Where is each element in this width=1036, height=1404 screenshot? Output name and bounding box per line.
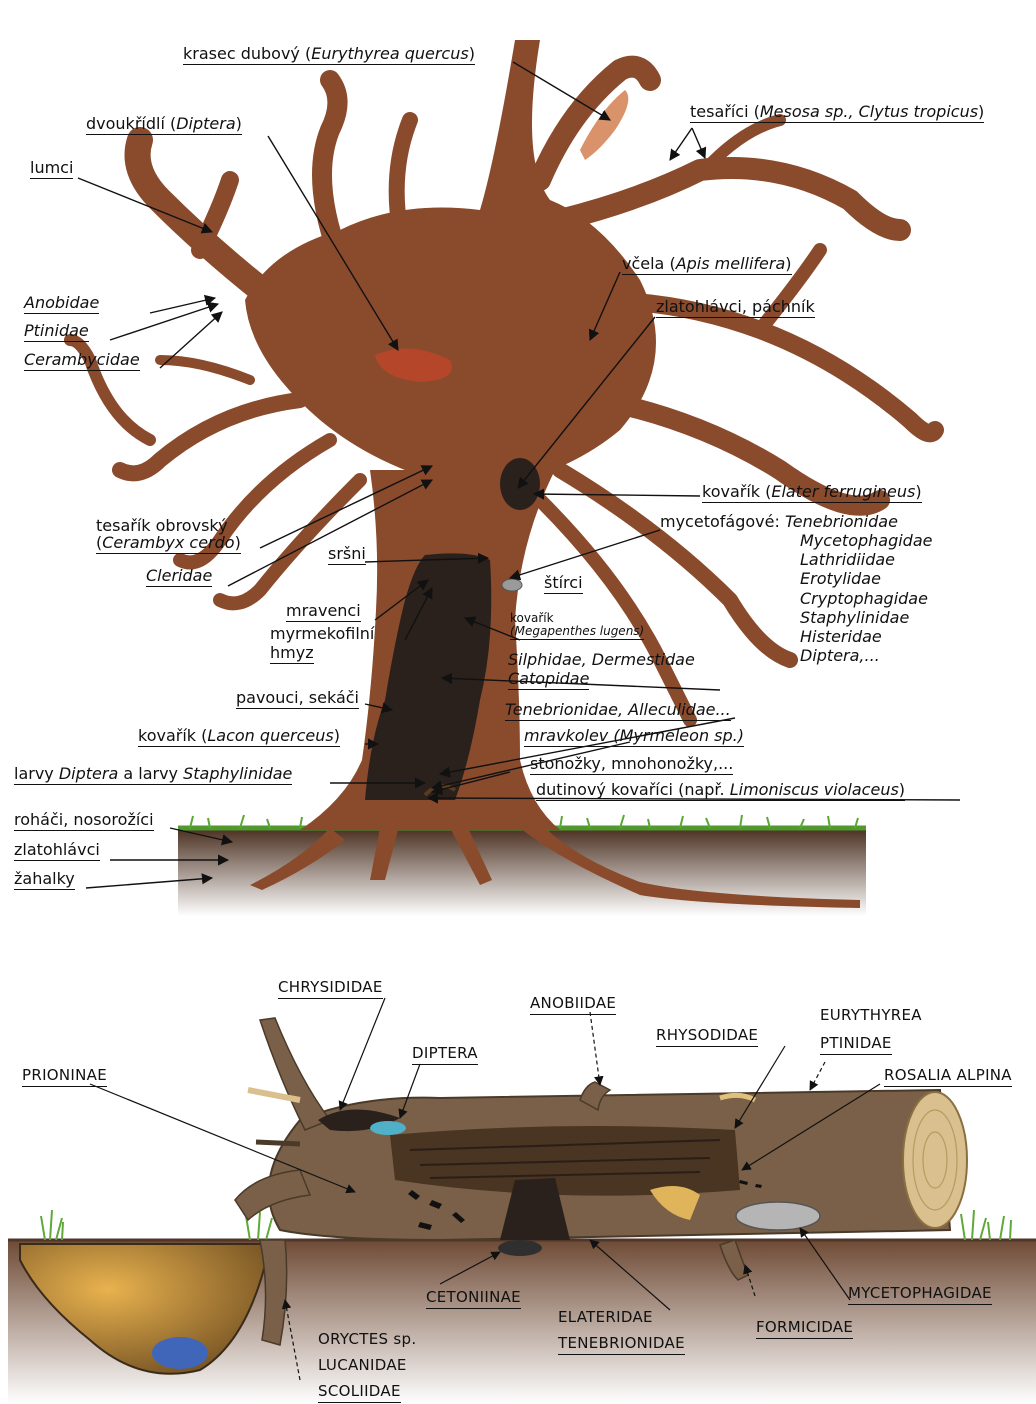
label-dutinovy: dutinový kovaříci (např. Limoniscus viol… (536, 780, 905, 801)
label-kovarik-lacon: kovařík (Lacon querceus) (138, 726, 340, 747)
label-srsni: sršni (328, 544, 366, 565)
bracket-fungus-tree (502, 579, 522, 591)
burrow-water (152, 1337, 208, 1369)
label-lumci: lumci (30, 158, 73, 179)
label-silphidae: Silphidae, Dermestidae (508, 650, 695, 669)
tree-hole (500, 458, 540, 510)
label-hmyz: hmyz (270, 643, 314, 664)
label-ptinidae-log: PTINIDAE (820, 1034, 892, 1055)
label-rosalia: ROSALIA ALPINA (884, 1066, 1012, 1087)
label-krasec: krasec dubový (Eurythyrea quercus) (183, 44, 475, 65)
label-cleridae: Cleridae (146, 566, 212, 587)
label-myceto-3: Cryptophagidae (800, 589, 928, 608)
label-tenebrionidae-log: TENEBRIONIDAE (558, 1334, 685, 1355)
label-stirci: štírci (544, 573, 583, 594)
tree-body (70, 40, 935, 830)
label-elateridae: ELATERIDAE (558, 1308, 653, 1327)
label-mycetofagove: mycetofágové: Tenebrionidae (660, 512, 898, 531)
label-mycetophagidae: MYCETOPHAGIDAE (848, 1284, 992, 1305)
label-rhysodidae: RHYSODIDAE (656, 1026, 758, 1047)
label-kovarik-elater: kovařík (Elater ferrugineus) (702, 482, 922, 503)
label-mravenci: mravenci (286, 601, 361, 622)
label-cetoniinae: CETONIINAE (426, 1288, 521, 1309)
label-diptera-log: DIPTERA (412, 1044, 478, 1065)
label-myceto-6: Diptera,... (800, 646, 880, 665)
label-tesarici: tesaříci (Mesosa sp., Clytus tropicus) (690, 102, 984, 123)
label-oryctes: ORYCTES sp. (318, 1330, 416, 1349)
label-mravkolev: mravkolev (Myrmeleon sp.) (524, 726, 744, 747)
label-anobiidae: ANOBIIDAE (530, 994, 616, 1015)
label-larvy: larvy Diptera a larvy Staphylinidae (14, 764, 292, 785)
label-rohaci: roháči, nosorožíci (14, 810, 154, 831)
label-dvoukridli: dvoukřídlí (Diptera) (86, 114, 242, 135)
label-eurythyrea: EURYTHYREA (820, 1006, 922, 1025)
label-myrmekofilni: myrmekofilní (270, 624, 374, 643)
label-chrysididae: CHRYSIDIDAE (278, 978, 383, 999)
mycetophagidae-fungus (736, 1202, 820, 1230)
label-myceto-1: Lathridiidae (800, 550, 895, 569)
label-cerambycidae: Cerambycidae (24, 350, 140, 371)
label-ptinidae: Ptinidae (24, 321, 89, 342)
label-zahalky: žahalky (14, 869, 75, 890)
label-myceto-4: Staphylinidae (800, 608, 909, 627)
label-myceto-5: Histeridae (800, 627, 882, 646)
label-tenebrionidae-alleculidae: Tenebrionidae, Alleculidae... (505, 700, 731, 721)
label-formicidae: FORMICIDAE (756, 1318, 853, 1339)
label-megapenthes: (Megapenthes lugens) (510, 625, 644, 640)
label-scoliidae: SCOLIIDAE (318, 1382, 401, 1403)
cetoniinae-debris (498, 1240, 542, 1256)
label-vcela: včela (Apis mellifera) (622, 254, 792, 275)
label-zlatohlavci: zlatohlávci (14, 840, 100, 861)
label-pavouci: pavouci, sekáči (236, 688, 359, 709)
label-myceto-0: Mycetophagidae (800, 531, 932, 550)
label-lucanidae: LUCANIDAE (318, 1356, 407, 1375)
label-stonozky: stonožky, mnohonožky,... (530, 754, 733, 775)
label-myceto-2: Erotylidae (800, 569, 881, 588)
label-catopidae: Catopidae (508, 669, 589, 690)
label-prioninae: PRIONINAE (22, 1066, 107, 1087)
diptera-pool (370, 1121, 406, 1135)
label-zlatohlavci-pachnik: zlatohlávci, páchník (656, 297, 815, 318)
label-cerambyx-cerdo: (Cerambyx cerdo) (96, 533, 241, 554)
label-anobidae: Anobidae (24, 293, 99, 314)
